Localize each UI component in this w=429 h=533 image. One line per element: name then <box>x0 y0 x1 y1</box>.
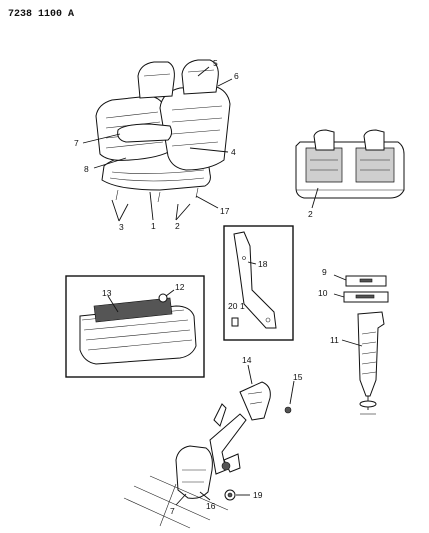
callout-13: 13 <box>102 288 112 298</box>
callout-2-left: 2 <box>175 221 180 231</box>
callout-7-top: 7 <box>74 138 79 148</box>
callout-17: 17 <box>220 206 230 216</box>
callout-19: 19 <box>253 490 263 500</box>
callout-11: 11 <box>330 335 339 345</box>
callout-21: 1 <box>240 301 245 311</box>
callout-15: 15 <box>293 372 303 382</box>
callout-2-right: 2 <box>308 209 313 219</box>
callout-14: 14 <box>242 355 252 365</box>
callout-3: 3 <box>119 222 124 232</box>
callout-8: 8 <box>84 164 89 174</box>
latch-parts-illustration: 9 10 11 <box>318 267 389 415</box>
callout-16: 16 <box>206 501 216 511</box>
callout-4: 4 <box>231 147 236 157</box>
callout-18: 18 <box>258 259 268 269</box>
bench-seat-illustration <box>95 59 231 203</box>
callout-1: 1 <box>151 221 156 231</box>
drawing-code: 7238 1100 A <box>8 9 74 20</box>
cushion-detail-box: 13 12 <box>65 275 205 378</box>
callout-10: 10 <box>318 288 328 298</box>
belt-assembly-illustration: 14 15 19 16 7 <box>123 355 303 529</box>
callout-5: 5 <box>213 58 218 68</box>
bracket-detail-box: 18 20 1 <box>223 225 294 341</box>
split-seat-illustration <box>295 129 405 199</box>
callout-20: 20 <box>228 301 238 311</box>
callout-6: 6 <box>234 71 239 81</box>
callout-12: 12 <box>175 282 185 292</box>
callout-9: 9 <box>322 267 327 277</box>
callout-7-bottom: 7 <box>170 506 175 516</box>
